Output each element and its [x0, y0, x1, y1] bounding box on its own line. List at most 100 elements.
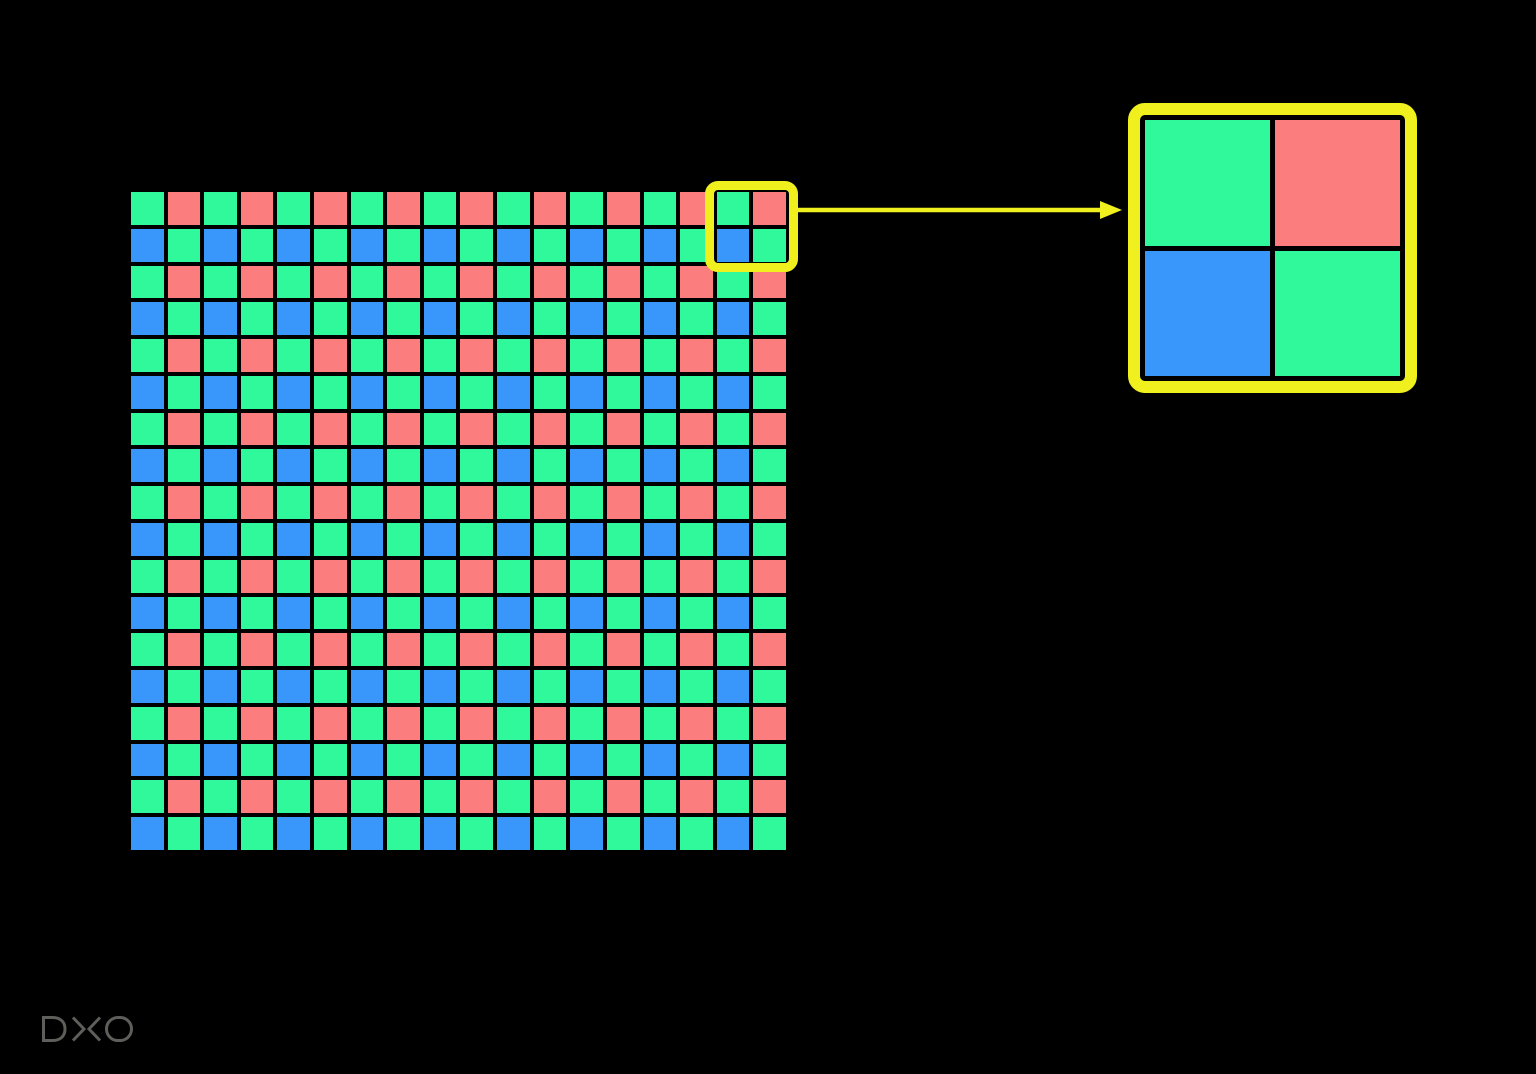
sensor-cell-blue [204, 228, 237, 262]
sensor-cell-red [460, 339, 494, 372]
sensor-cell-green [350, 339, 384, 372]
sensor-cell-blue [204, 302, 237, 336]
sensor-cell-green [387, 523, 420, 556]
sensor-cell-green [277, 559, 311, 593]
logo-letter-x-left [71, 1016, 87, 1042]
sensor-cell-blue [277, 523, 311, 556]
sensor-cell-green [643, 486, 677, 519]
sensor-cell-red [680, 486, 713, 519]
sensor-cell-blue [716, 375, 750, 409]
sensor-cell-blue [570, 817, 603, 850]
sensor-cell-green [606, 670, 640, 703]
sensor-cell-green [423, 412, 457, 446]
sensor-cell-green [606, 596, 640, 630]
sensor-cell-green [204, 192, 237, 225]
sensor-cell-green [716, 780, 750, 814]
sensor-cell-red [240, 486, 274, 519]
sensor-cell-green [643, 706, 677, 740]
sensor-cell-blue [204, 375, 237, 409]
sensor-cell-blue [131, 596, 164, 630]
sensor-cell-red [753, 192, 786, 225]
sensor-cell-blue [643, 596, 677, 630]
sensor-cell-green [643, 780, 677, 814]
sensor-cell-green [314, 743, 347, 777]
sensor-cell-red [680, 339, 713, 372]
sensor-cell-blue [643, 670, 677, 703]
sensor-cell-green [680, 670, 713, 703]
sensor-cell-blue [423, 817, 457, 850]
sensor-cell-green [570, 265, 603, 299]
sensor-cell-blue [350, 670, 384, 703]
arrow-head-icon [1100, 201, 1122, 219]
sensor-cell-green [680, 375, 713, 409]
sensor-cell-green [570, 780, 603, 814]
sensor-cell-green [423, 633, 457, 667]
sensor-cell-green [314, 817, 347, 850]
sensor-cell-red [314, 780, 347, 814]
sensor-cell-green [131, 706, 164, 740]
sensor-cell-red [606, 265, 640, 299]
sensor-cell-green [570, 559, 603, 593]
sensor-cell-green [533, 449, 567, 483]
sensor-cell-blue [131, 817, 164, 850]
sensor-cell-red [314, 486, 347, 519]
sensor-cell-red [533, 780, 567, 814]
sensor-cell-red [753, 559, 786, 593]
sensor-cell-blue [350, 743, 384, 777]
sensor-cell-red [680, 559, 713, 593]
sensor-cell-blue [423, 523, 457, 556]
sensor-cell-red [460, 192, 494, 225]
sensor-cell-blue [497, 302, 530, 336]
sensor-cell-red [314, 265, 347, 299]
sensor-cell-blue [570, 228, 603, 262]
sensor-cell-blue [204, 596, 237, 630]
sensor-cell-blue [423, 375, 457, 409]
sensor-cell-blue [350, 523, 384, 556]
sensor-cell-green [314, 670, 347, 703]
sensor-cell-green [533, 228, 567, 262]
sensor-cell-red [460, 265, 494, 299]
sensor-cell-green [460, 449, 494, 483]
sensor-cell-red [753, 412, 786, 446]
sensor-cell-green [533, 743, 567, 777]
sensor-cell-green [131, 412, 164, 446]
sensor-cell-green [497, 486, 530, 519]
sensor-cell-green [497, 412, 530, 446]
sensor-cell-green [680, 302, 713, 336]
sensor-cell-green [533, 670, 567, 703]
sensor-cell-green [606, 743, 640, 777]
sensor-cell-blue [716, 817, 750, 850]
sensor-cell-green [606, 817, 640, 850]
sensor-cell-green [277, 633, 311, 667]
sensor-cell-blue [277, 375, 311, 409]
sensor-cell-blue [643, 523, 677, 556]
sensor-cell-red [314, 706, 347, 740]
sensor-cell-green [716, 412, 750, 446]
sensor-cell-green [350, 412, 384, 446]
sensor-cell-green [606, 228, 640, 262]
sensor-cell-red [680, 633, 713, 667]
sensor-cell-blue [204, 670, 237, 703]
sensor-cell-green [387, 228, 420, 262]
sensor-cell-red [314, 633, 347, 667]
sensor-cell-blue [643, 743, 677, 777]
sensor-cell-red [606, 633, 640, 667]
sensor-cell-green [460, 596, 494, 630]
sensor-cell-green [314, 375, 347, 409]
sensor-cell-green [643, 192, 677, 225]
sensor-cell-red [533, 559, 567, 593]
sensor-cell-green [240, 743, 274, 777]
sensor-cell-green [314, 523, 347, 556]
sensor-cell-green [167, 670, 201, 703]
sensor-cell-green [753, 670, 786, 703]
sensor-cell-blue [570, 670, 603, 703]
sensor-cell-green [680, 523, 713, 556]
sensor-cell-green [753, 596, 786, 630]
sensor-cell-blue [277, 817, 311, 850]
sensor-cell-green [643, 633, 677, 667]
sensor-cell-green [350, 265, 384, 299]
sensor-cell-blue [716, 596, 750, 630]
sensor-cell-blue [716, 523, 750, 556]
sensor-cell-green [570, 633, 603, 667]
sensor-cell-blue [350, 228, 384, 262]
